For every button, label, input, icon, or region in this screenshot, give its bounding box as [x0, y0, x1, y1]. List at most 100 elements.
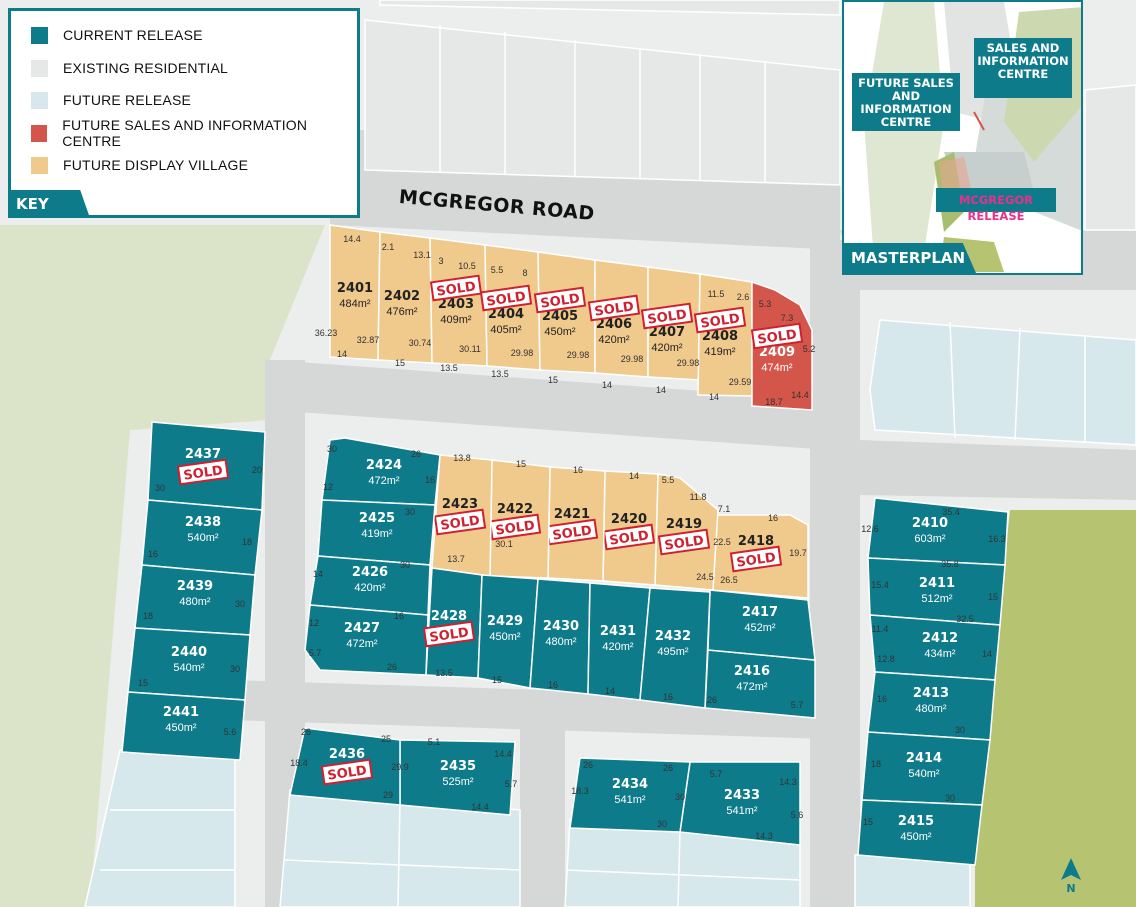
lot-dimension: 26.5 [720, 575, 738, 585]
sold-badge-box [693, 306, 747, 334]
lot-dimension: 13.5 [440, 363, 458, 373]
lot-dimension: 14 [602, 380, 612, 390]
lot-dimension: 12.8 [877, 654, 895, 664]
lot-number: 2411 [919, 576, 955, 591]
lot-area: 420m² [602, 641, 634, 653]
lot-shape[interactable] [321, 437, 441, 506]
lot-dimension: 30 [155, 483, 165, 493]
sold-badge: SOLD [176, 458, 230, 486]
lot-dimension: 30 [405, 507, 415, 517]
lot-dimension: 11.5 [708, 289, 725, 299]
lot-number: 2409 [759, 345, 795, 360]
lot-area: 495m² [657, 646, 689, 658]
lot-dimension: 8 [522, 268, 527, 278]
lot-dimension: 5.6 [224, 727, 237, 737]
lot-number: 2431 [600, 624, 636, 639]
lot-dimension: 14.4 [471, 802, 489, 812]
lot-dimension: 16 [663, 692, 673, 702]
lot-shape[interactable] [569, 757, 691, 833]
lot-shape[interactable] [679, 761, 801, 846]
lot-area: 476m² [386, 306, 418, 318]
lot-dimension: 29.9 [391, 762, 409, 772]
lot-area: 512m² [921, 593, 953, 605]
lot-dimension: 2.1 [382, 242, 395, 252]
lot-dimension: 16 [877, 694, 887, 704]
callout-sales-centre: SALES AND INFORMATION CENTRE [974, 38, 1072, 98]
sold-badge: SOLD [693, 306, 747, 334]
lot-area: 480m² [179, 596, 211, 608]
lot-dimension: 30.11 [459, 344, 481, 354]
lot-dimension: 24.5 [696, 572, 714, 582]
lot-dimension: 15 [988, 592, 998, 602]
lot-area: 419m² [704, 346, 736, 358]
lot-shape[interactable] [304, 604, 429, 676]
lot-number: 2408 [702, 329, 738, 344]
lot-area: 540m² [173, 662, 205, 674]
lot-area: 450m² [165, 722, 197, 734]
lot-shape[interactable] [751, 280, 813, 411]
lot-dimension: 14.4 [494, 749, 512, 759]
lot-dimension: 16.3 [988, 534, 1006, 544]
lot-2408[interactable]: 2408 419m² SOLD [693, 273, 753, 397]
lot-number: 2418 [738, 534, 774, 549]
lot-shape[interactable] [121, 691, 246, 761]
lot-number: 2401 [337, 281, 373, 296]
lot-number: 2438 [185, 515, 221, 530]
sold-badge-box [657, 528, 711, 556]
lot-dimension: 14 [629, 471, 639, 481]
lot-2440[interactable]: 2440 540m² [127, 627, 251, 701]
key-item-future-sales-centre: FUTURE SALES AND INFORMATION CENTRE [31, 117, 357, 149]
lot-number: 2430 [543, 619, 579, 634]
lot-shape[interactable] [867, 557, 1006, 626]
lot-shape[interactable] [857, 799, 983, 866]
sold-label: SOLD [495, 518, 536, 538]
lot-area: 480m² [915, 703, 947, 715]
lot-dimension: 13.5 [435, 668, 453, 678]
lot-area: 405m² [490, 324, 522, 336]
lot-dimension: 13.8 [453, 453, 471, 463]
lot-shape[interactable] [639, 587, 711, 709]
lot-dimension: 30 [235, 599, 245, 609]
lot-dimension: 14 [605, 686, 615, 696]
lot-2411[interactable]: 2411 512m² [867, 557, 1006, 626]
lot-2431[interactable]: 2431 420m² [587, 582, 651, 701]
existing-residential-north [364, 0, 1136, 231]
lot-number: 2440 [171, 645, 207, 660]
sold-badge-box [433, 508, 487, 536]
lot-dimension: 10.5 [458, 261, 476, 271]
masterplan-title: MASTERPLAN [844, 243, 976, 273]
